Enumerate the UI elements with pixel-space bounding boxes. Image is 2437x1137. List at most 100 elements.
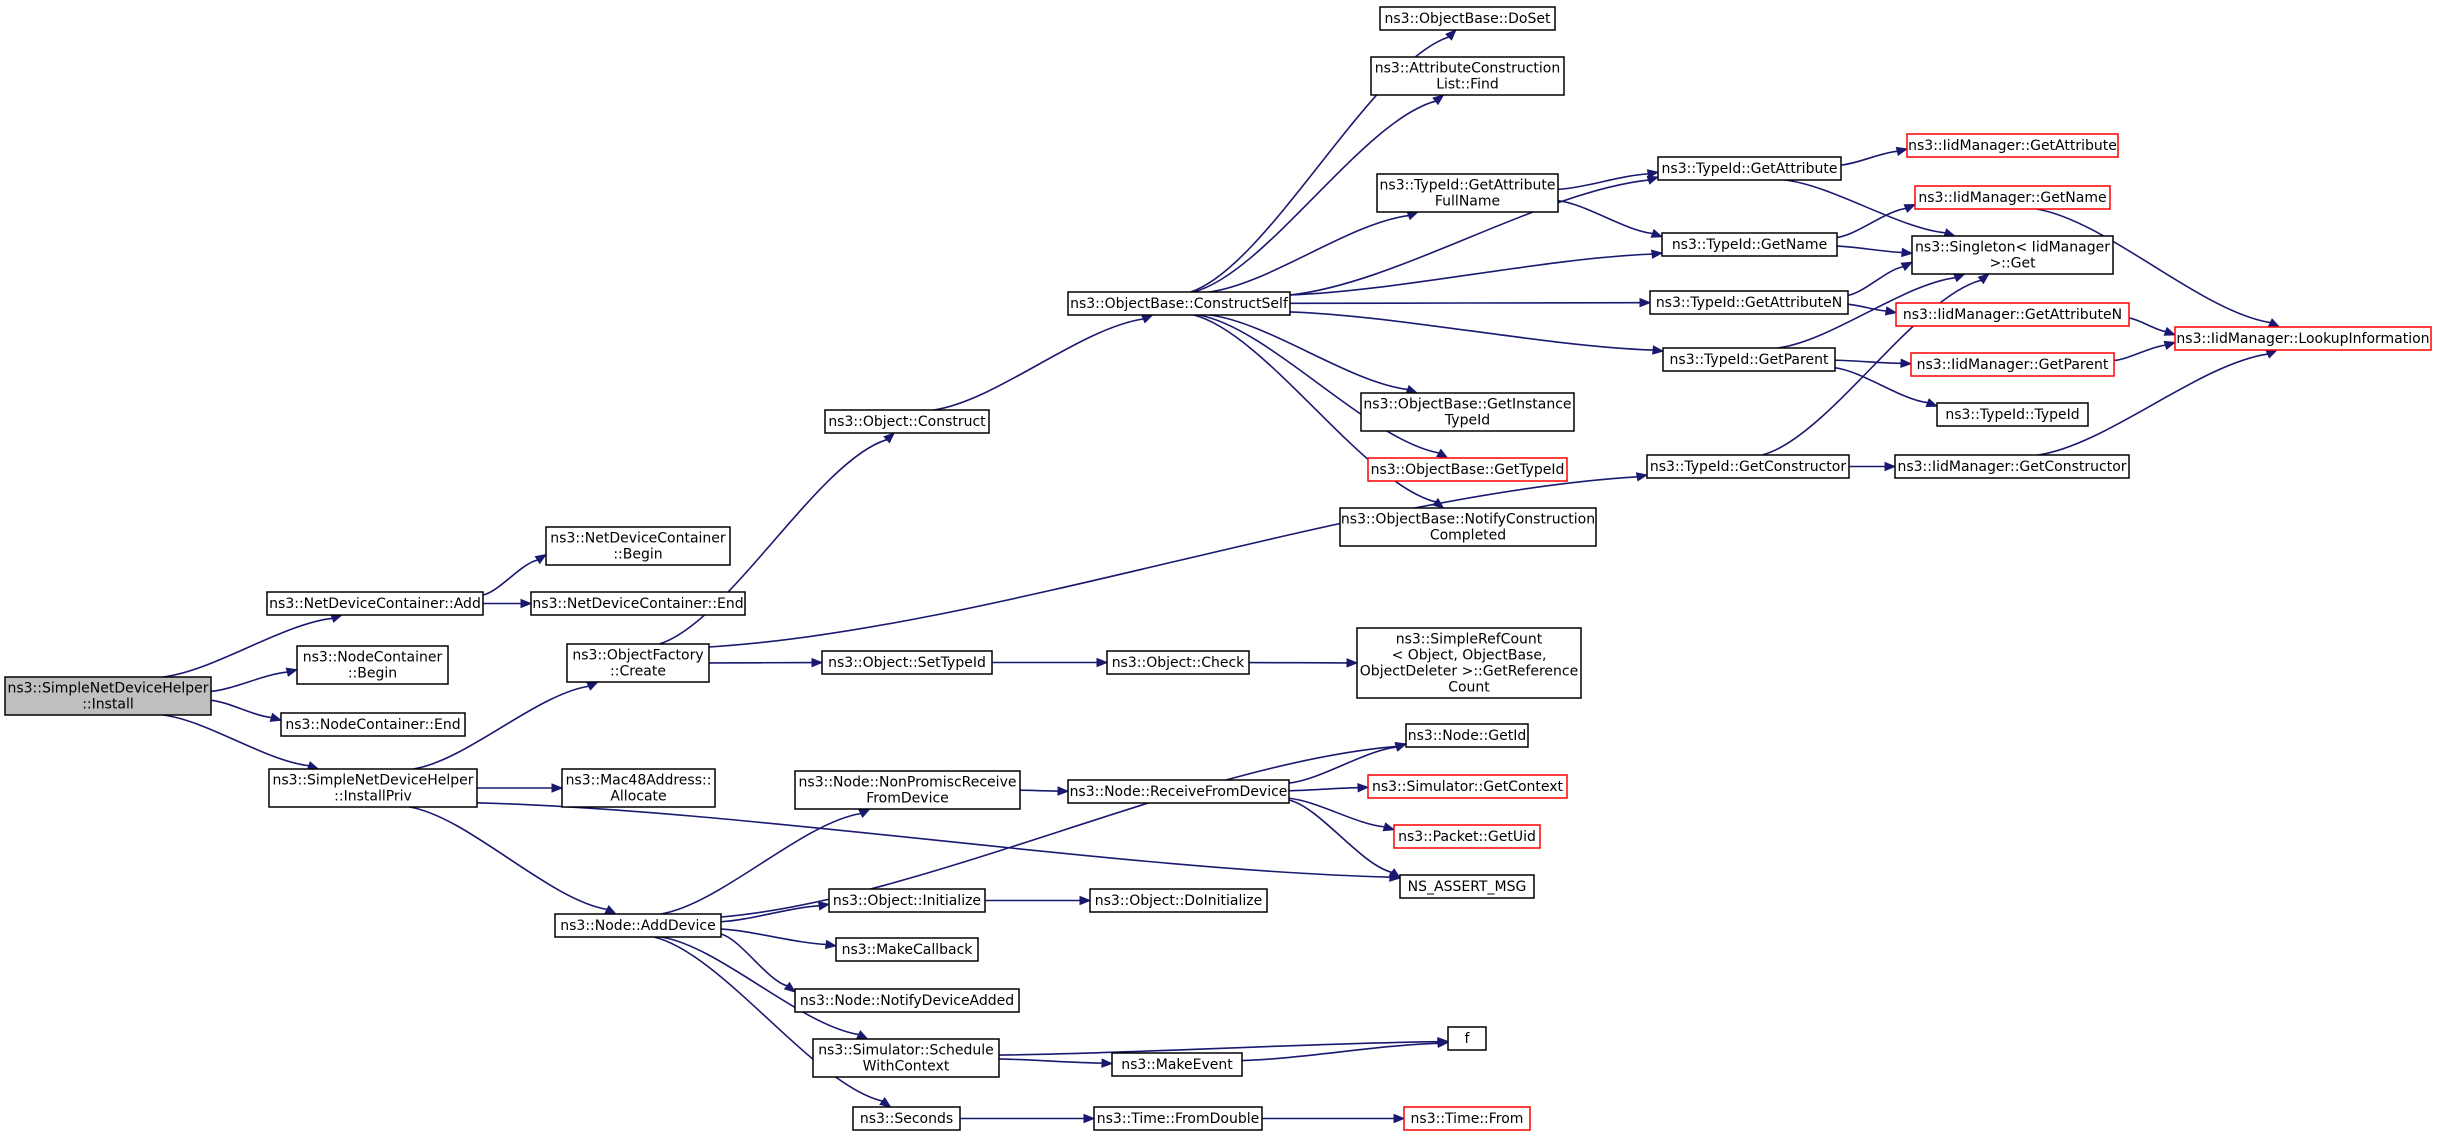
edge-line [1836,207,1906,239]
node-box [1370,56,1565,96]
arrowhead-icon [811,657,824,668]
function-node-ndc-end[interactable]: ns3::NetDeviceContainer::End [530,591,746,616]
function-node-singleton-get[interactable]: ns3::Singleton< IidManager>::Get [1911,235,2114,275]
arrowhead-icon [1884,306,1898,316]
function-node-src-getref[interactable]: ns3::SimpleRefCount< Object, ObjectBase,… [1356,627,1582,699]
node-label-line: ns3::SimpleNetDeviceHelper [7,680,208,696]
edge-line [1289,311,1654,351]
node-label-line: ns3::Time::From [1411,1111,1524,1127]
arrowhead-icon [534,553,548,565]
node-label-line: ns3::Time::FromDouble [1097,1111,1260,1127]
node-label-line: FullName [1435,193,1500,209]
function-node-nc-end[interactable]: ns3::NodeContainer::End [280,712,466,737]
node-label-line: ns3::AttributeConstruction [1375,60,1560,76]
function-node-node-getid[interactable]: ns3::Node::GetId [1405,723,1529,748]
node-label-line: ns3::Node::GetId [1408,728,1526,744]
node-label-line: ns3::NodeContainer::End [285,717,460,733]
function-node-iid-getattributen[interactable]: ns3::IidManager::GetAttributeN [1895,302,2130,327]
function-node-node-adddev[interactable]: ns3::Node::AddDevice [554,913,722,938]
call-edge-obj_initialize-to-obj_doinit [985,895,1092,906]
function-node-ob-constructself[interactable]: ns3::ObjectBase::ConstructSelf [1067,291,1291,316]
call-edge-node_adddev-to-node_getid [720,741,1408,918]
node-box [1914,185,2111,210]
function-node-iid-getparent[interactable]: ns3::IidManager::GetParent [1910,352,2115,377]
arrowhead-icon [817,901,831,911]
arrowhead-icon [1646,169,1660,179]
function-node-mac-alloc[interactable]: ns3::Mac48Address::Allocate [561,768,716,808]
arrowhead-icon [285,667,299,677]
function-node-makeevent[interactable]: ns3::MakeEvent [1111,1052,1243,1077]
function-node-ob-gettypeid[interactable]: ns3::ObjectBase::GetTypeId [1367,457,1568,482]
node-label-line: ns3::IidManager::GetAttribute [1908,138,2117,154]
node-box [554,913,722,938]
node-label-line: WithContext [863,1058,950,1074]
edge-line [1289,301,1641,305]
edge-line [1847,265,1904,297]
call-edge-tid_getname-to-iid_getname [1836,204,1917,239]
function-node-node-receive[interactable]: ns3::Node::ReceiveFromDevice [1067,779,1290,804]
function-node-time-from[interactable]: ns3::Time::From [1403,1106,1531,1131]
arrowhead-icon [1083,1113,1096,1124]
function-node-iid-lookup[interactable]: ns3::IidManager::LookupInformation [2174,326,2432,351]
function-node-iid-getattribute[interactable]: ns3::IidManager::GetAttribute [1906,133,2119,158]
function-node-obj-settypeid[interactable]: ns3::Object::SetTypeId [821,650,993,675]
node-label-line: ns3::Packet::GetUid [1398,829,1536,845]
function-node-installpriv[interactable]: ns3::SimpleNetDeviceHelper::InstallPriv [268,768,478,808]
function-node-tid-getconstructor[interactable]: ns3::TypeId::GetConstructor [1646,454,1850,479]
function-node-install[interactable]: ns3::SimpleNetDeviceHelper::Install [4,676,212,716]
call-edge-tid_getconstructor-to-singleton_get [1762,273,1990,456]
function-node-nc-begin[interactable]: ns3::NodeContainer::Begin [296,645,449,685]
node-box [2174,326,2432,351]
function-node-seconds[interactable]: ns3::Seconds [852,1106,961,1131]
function-node-obj-construct[interactable]: ns3::Object::Construct [824,409,990,434]
function-node-of-create[interactable]: ns3::ObjectFactory::Create [566,643,710,683]
function-node-sim-getcontext[interactable]: ns3::Simulator::GetContext [1367,774,1568,799]
call-edge-node_receive-to-node_getid [1288,742,1408,784]
node-box [1093,1106,1263,1131]
function-node-makecallback[interactable]: ns3::MakeCallback [835,937,979,962]
call-edge-tid_getattributen-to-singleton_get [1847,261,1914,297]
edge-line [998,1040,1439,1056]
function-node-tid-getattributen[interactable]: ns3::TypeId::GetAttributeN [1649,290,1849,315]
function-node-obj-doinit[interactable]: ns3::Object::DoInitialize [1089,888,1268,913]
function-node-ob-notifyconst[interactable]: ns3::ObjectBase::NotifyConstructionCompl… [1339,507,1597,547]
function-node-obj-check[interactable]: ns3::Object::Check [1106,650,1250,675]
function-node-ndc-begin[interactable]: ns3::NetDeviceContainer::Begin [545,526,731,566]
call-edge-of_create-to-obj_construct [658,432,896,645]
call-edge-tid_getconstructor-to-iid_getconstructor [1849,461,1897,472]
node-label-line: FromDevice [866,790,949,806]
call-edge-node_nonpromisc-to-node_receive [1019,786,1070,796]
arrowhead-icon [1900,358,1913,369]
function-node-tid-getname[interactable]: ns3::TypeId::GetName [1661,232,1838,257]
arrowhead-icon [1953,273,1966,283]
node-label-line: ::Install [82,696,134,712]
function-node-f[interactable]: f [1447,1026,1487,1051]
function-node-tid-typeid[interactable]: ns3::TypeId::TypeId [1936,402,2089,427]
function-node-obj-initialize[interactable]: ns3::Object::Initialize [828,888,986,913]
call-edge-installpriv-to-node_adddev [409,806,618,915]
node-label-line: ns3::Singleton< IidManager [1915,239,2110,255]
arrowhead-icon [1079,895,1092,906]
function-node-ndc-add[interactable]: ns3::NetDeviceContainer::Add [266,591,484,616]
call-edge-of_create-to-obj_settypeid [708,657,824,668]
function-node-iid-getname[interactable]: ns3::IidManager::GetName [1914,185,2111,210]
function-node-tid-getparent[interactable]: ns3::TypeId::GetParent [1662,347,1836,372]
function-node-packet-getuid[interactable]: ns3::Packet::GetUid [1393,824,1541,849]
edge-line [1840,150,1898,166]
function-node-ob-doset[interactable]: ns3::ObjectBase::DoSet [1379,6,1556,31]
function-node-iid-getconstructor[interactable]: ns3::IidManager::GetConstructor [1894,454,2130,479]
node-label-line: ns3::NetDeviceContainer [550,530,726,546]
edge-line [1019,789,1059,792]
arrowhead-icon [1895,146,1909,157]
function-node-time-fromdouble[interactable]: ns3::Time::FromDouble [1093,1106,1263,1131]
function-node-ns-assert[interactable]: NS_ASSERT_MSG [1399,874,1535,899]
node-box [852,1106,961,1131]
edge-line [413,685,589,770]
function-node-node-notify[interactable]: ns3::Node::NotifyDeviceAdded [794,988,1020,1013]
function-node-tid-getattribute[interactable]: ns3::TypeId::GetAttribute [1657,156,1842,181]
